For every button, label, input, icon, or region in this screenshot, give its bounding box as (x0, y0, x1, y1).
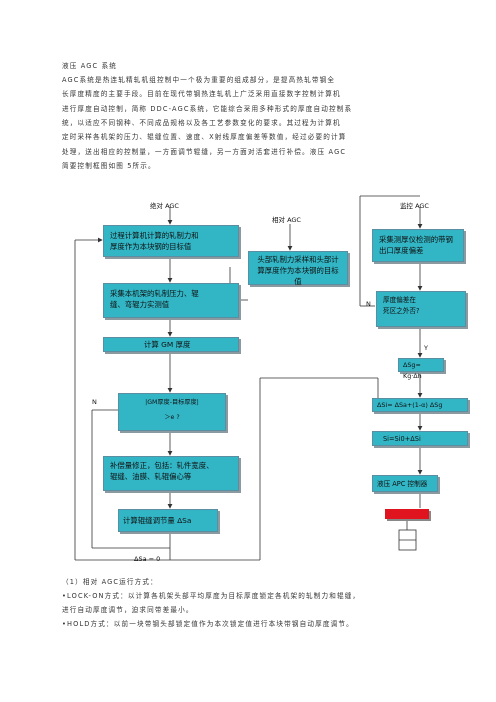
zero-label: ΔSa = 0 (134, 555, 161, 563)
setpoint-box: Si=Si0+ΔSi (372, 431, 468, 446)
bullet-line: •LOCK-ON方式：以计算各机架头部平均厚度为目标厚度锁定各机架的轧制力和辊缝… (62, 592, 361, 600)
yes-label: Y (424, 344, 428, 352)
box-line: 厚度作为本块钢的目标值 (110, 242, 192, 251)
box-line: 过程计算机计算的轧制力和 (110, 231, 199, 240)
apc-controller-label: 液压 APC 控制器 (377, 480, 428, 488)
paragraph-line: 长厚度精度的主要手段。目前在现代带钢热连轧机上广泛采用直接数字控制计算机 (62, 90, 341, 99)
deviation-threshold: ＞e ? (164, 414, 180, 421)
box-line: 头部轧制力采样和头部计 (257, 255, 339, 264)
box-line: 值 (294, 277, 302, 286)
gm-thickness-box: 计算 GM 厚度 (103, 337, 239, 352)
setpoint-formula: Si=Si0+ΔSi (383, 435, 421, 443)
doc-title: 液压 AGC 系统 (62, 62, 118, 70)
relative-target-box: 头部轧制力采样和头部计算厚度作为本块钢的目标值 (248, 251, 348, 286)
paragraph-line: AGC系统是热连轧精轧机组控制中一个极为重要的组成部分，是提高热轧带钢全 (62, 76, 336, 84)
absolute-agc-title: 绝对 AGC (150, 202, 179, 210)
gap-adjust-box: 计算辊缝调节量 ΔSa (118, 509, 218, 532)
gm-thickness-label: 计算 GM 厚度 (144, 340, 191, 349)
apc-controller-box: 液压 APC 控制器 (372, 475, 438, 492)
box-line: 死区之外否? (383, 307, 420, 315)
gap-adjust-label: 计算辊缝调节量 ΔSa (123, 516, 192, 525)
paragraph-line: 处理，送出相应的控制量，一方面调节辊缝，另一方面对活套进行补偿。液压 AGC (62, 147, 347, 156)
gain-formula: ΔSg= Kg·Δh (403, 361, 422, 380)
gain-box: ΔSg= Kg·Δh (398, 358, 444, 380)
total-adjust-formula: ΔSi= ΔSa+(1-α) ΔSg (377, 401, 443, 409)
actuator-red-bar (385, 509, 429, 519)
no-label-left: N (92, 398, 97, 406)
measure-box: 采集本机架的轧制压力、辊缝、弯辊力实测值 (103, 283, 239, 318)
total-adjust-box: ΔSi= ΔSa+(1-α) ΔSg (372, 398, 468, 412)
no-label-right: N (366, 300, 371, 308)
box-line: 辊缝、油膜、轧辊偏心等 (110, 472, 192, 481)
section-heading: （1）相对 AGC运行方式： (62, 578, 158, 586)
paragraph-line: 进行厚度自动控制，简称 DDC-AGC系统，它能综合采用多种形式的厚度自动控制系 (62, 104, 353, 113)
gauge-deviation-box: 采集测厚仪检测的带钢出口厚度偏差 (372, 229, 464, 262)
box-line: 厚度偏差在 (383, 296, 416, 304)
target-value-box: 过程计算机计算的轧制力和厚度作为本块钢的目标值 (103, 225, 239, 257)
deadband-decision-box: 厚度偏差在死区之外否? (376, 291, 466, 327)
box-line: 采集测厚仪检测的带钢 (379, 235, 453, 244)
paragraph-line: 简要控制框图如图 5所示。 (62, 161, 156, 170)
relative-agc-title: 相对 AGC (272, 216, 301, 224)
box-line: 补偿量修正，包括：轧件宽度、 (110, 461, 214, 470)
deviation-decision-box: |GM厚度-目标厚度| ＞e ? (118, 393, 226, 431)
monitor-agc-title: 监控 AGC (400, 202, 429, 210)
bullet-line: •HOLD方式：以前一块带钢头部锁定值作为本次锁定值进行本块带钢自动厚度调节。 (62, 620, 354, 628)
bullet-line: 进行自动厚度调节，迫求同带差最小。 (62, 606, 194, 614)
paragraph-line: 统，以适应不同钢种、不同成品规格以及各工艺参数变化的要求。其过程为计算机 (62, 118, 341, 127)
box-line: 算厚度作为本块钢的目标 (257, 266, 339, 275)
box-line: 出口厚度偏差 (379, 246, 424, 255)
compensation-box: 补偿量修正，包括：轧件宽度、辊缝、油膜、轧辊偏心等 (103, 456, 239, 491)
paragraph-line: 定时采样各机架的压力、辊缝位置、速度、X射线厚度偏差等数值，经过必要的计算 (62, 133, 347, 142)
box-line: 缝、弯辊力实测值 (110, 300, 170, 309)
box-line: 采集本机架的轧制压力、辊 (110, 289, 199, 298)
deviation-formula: |GM厚度-目标厚度| (145, 399, 199, 406)
